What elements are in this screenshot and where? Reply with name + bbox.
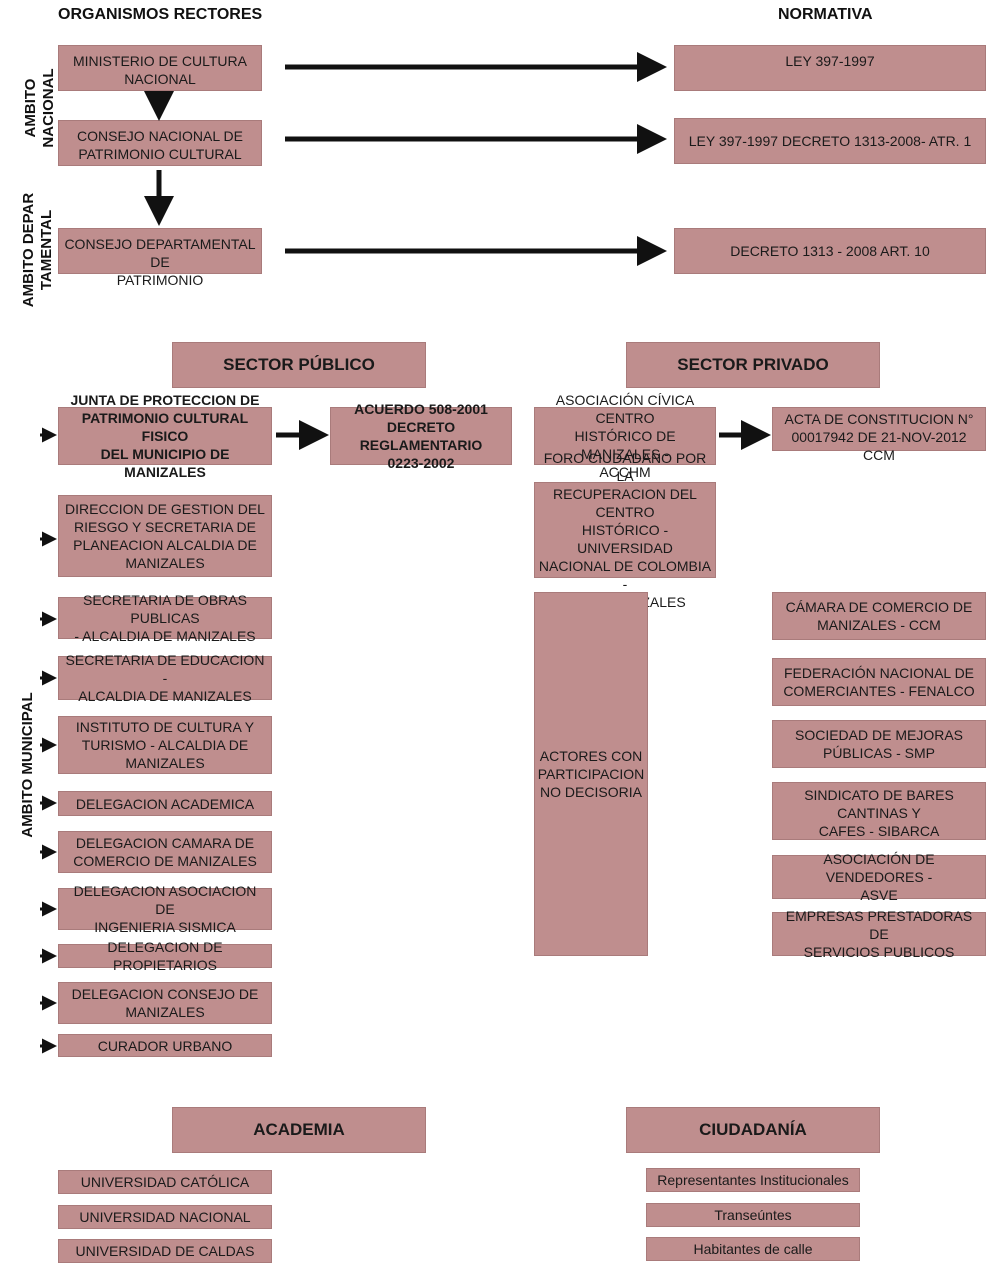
sector-privado-header: SECTOR PRIVADO <box>626 342 880 388</box>
acta-constitucion-box: ACTA DE CONSTITUCION N° 00017942 DE 21-N… <box>772 407 986 463</box>
ciudadania-item-habitantes: Habitantes de calle <box>646 1237 860 1261</box>
private-item-sibarca: SINDICATO DE BARES CANTINAS Y CAFES - SI… <box>772 782 986 840</box>
public-item-educacion: SECRETARIA DE EDUCACION - ALCALDIA DE MA… <box>58 652 272 704</box>
foro-ciudadano-box: FORO CIUDADANO POR LA RECUPERACION DEL C… <box>534 450 716 610</box>
ciudadania-item-representantes: Representantes Institucionales <box>646 1168 860 1192</box>
normativa-decreto-box: DECRETO 1313 - 2008 ART. 10 <box>674 228 986 274</box>
private-item-camara-comercio: CÁMARA DE COMERCIO DE MANIZALES - CCM <box>772 592 986 640</box>
organismos-rectores-title: ORGANISMOS RECTORES <box>58 6 263 23</box>
public-item-delegacion-academica: DELEGACION ACADEMICA <box>58 791 272 816</box>
ciudadania-header: CIUDADANÍA <box>626 1107 880 1153</box>
public-item-direccion-riesgo: DIRECCION DE GESTION DEL RIESGO Y SECRET… <box>58 495 272 577</box>
ciudadania-item-transeuntes: Transeúntes <box>646 1203 860 1227</box>
public-item-delegacion-consejo: DELEGACION CONSEJO DE MANIZALES <box>58 982 272 1024</box>
academia-item-caldas: UNIVERSIDAD DE CALDAS <box>58 1239 272 1263</box>
public-item-delegacion-propietarios: DELEGACION DE PROPIETARIOS <box>58 939 272 973</box>
private-item-fenalco: FEDERACIÓN NACIONAL DE COMERCIANTES - FE… <box>772 658 986 706</box>
acchm-box: ASOCIACIÓN CÍVICA CENTRO HISTÓRICO DE MA… <box>534 392 716 480</box>
ministerio-cultura-box: MINISTERIO DE CULTURA NACIONAL <box>58 45 262 91</box>
ambito-municipal-label: AMBITO MUNICIPAL <box>19 692 36 838</box>
ambito-departamental-label: AMBITO DEPAR TAMENTAL <box>20 192 55 308</box>
ambito-nacional-label: AMBITO NACIONAL <box>22 68 57 148</box>
public-item-delegacion-camara: DELEGACION CAMARA DE COMERCIO DE MANIZAL… <box>58 831 272 873</box>
private-item-empresas-servicios: EMPRESAS PRESTADORAS DE SERVICIOS PUBLIC… <box>772 908 986 960</box>
junta-proteccion-box: JUNTA DE PROTECCION DE PATRIMONIO CULTUR… <box>58 392 272 480</box>
normativa-title: NORMATIVA <box>778 6 873 23</box>
actores-no-decisoria-box: ACTORES CON PARTICIPACION NO DECISORIA <box>534 592 648 956</box>
academia-item-catolica: UNIVERSIDAD CATÓLICA <box>58 1170 272 1194</box>
consejo-nacional-box: CONSEJO NACIONAL DE PATRIMONIO CULTURAL <box>58 120 262 166</box>
public-item-obras-publicas: SECRETARIA DE OBRAS PUBLICAS - ALCALDIA … <box>58 592 272 644</box>
public-item-curador-urbano: CURADOR URBANO <box>58 1034 272 1057</box>
academia-item-nacional: UNIVERSIDAD NACIONAL <box>58 1205 272 1229</box>
normativa-ley-box: LEY 397-1997 <box>674 45 986 91</box>
academia-header: ACADEMIA <box>172 1107 426 1153</box>
sector-publico-header: SECTOR PÚBLICO <box>172 342 426 388</box>
public-item-instituto-cultura: INSTITUTO DE CULTURA Y TURISMO - ALCALDI… <box>58 716 272 774</box>
private-item-smp: SOCIEDAD DE MEJORAS PÚBLICAS - SMP <box>772 720 986 768</box>
private-item-asve: ASOCIACIÓN DE VENDEDORES - ASVE <box>772 851 986 903</box>
public-item-delegacion-ingenieria: DELEGACION ASOCIACION DE INGENIERIA SISM… <box>58 883 272 935</box>
consejo-departamental-box: CONSEJO DEPARTAMENTAL DE PATRIMONIO <box>58 228 262 288</box>
normativa-ley-decreto-box: LEY 397-1997 DECRETO 1313-2008- ATR. 1 <box>674 118 986 164</box>
acuerdo-decreto-box: ACUERDO 508-2001 DECRETO REGLAMENTARIO 0… <box>330 401 512 471</box>
